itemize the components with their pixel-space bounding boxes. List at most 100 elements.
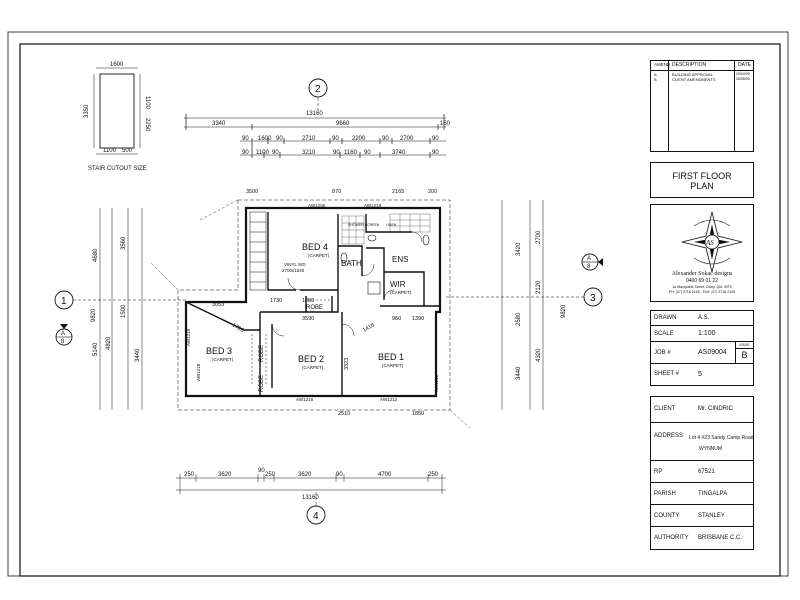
svg-text:3: 3 (590, 293, 596, 304)
address-line2: WYNNUM (699, 446, 723, 452)
section-marker-left: A 8 (55, 324, 73, 346)
dim-right-outer-2: 4320 (536, 348, 542, 362)
bottom-dimension-labels: 250 3620 90 250 3620 90 4700 250 13160 (184, 468, 439, 501)
client-table: CLIENT Mr. CINDRIC ADDRESS Lot 4 #23 San… (650, 396, 754, 550)
dim-right-inner-1: 2120 (536, 280, 542, 294)
svg-text:1730: 1730 (270, 298, 282, 304)
room-ens: ENS (392, 255, 408, 264)
room-robe-2: ROBE (259, 345, 265, 362)
svg-text:4: 4 (313, 511, 319, 522)
stair-cutout-detail: 1600 1100 3350 2250 1100 500 STAIR CUTOU… (84, 62, 150, 172)
dim-top-r1-1: 9660 (336, 121, 350, 127)
left-dimension-labels: 4680 9820 5140 3560 1500 4820 3440 (91, 236, 141, 362)
wet-area-tiles (341, 213, 431, 245)
svg-text:960: 960 (392, 316, 401, 322)
dim-top-r3-2: 90 (272, 150, 279, 156)
svg-text:1880: 1880 (302, 298, 314, 304)
company-address: 1a Macquarie Street, Oxley, Qld, 4075 (672, 285, 732, 289)
svg-text:AW1206: AW1206 (308, 203, 326, 208)
company-phone: 0400 69 01 22 (686, 278, 718, 284)
dim-top-r2-8: 90 (432, 136, 439, 142)
bottom-dimensions (176, 474, 446, 494)
dim-right-inner-3: 3440 (516, 366, 522, 380)
svg-text:870: 870 (332, 189, 341, 195)
roof-outline (177, 199, 451, 411)
room-bed-4-finish: (CARPET) (308, 253, 330, 258)
grid-marker-4: 4 (306, 492, 326, 525)
plan-title-line1: FIRST FLOOR (672, 171, 732, 181)
external-walls (184, 206, 442, 398)
dim-top-overall: 13160 (306, 111, 323, 117)
amend-a: A (654, 72, 657, 77)
company-contact: PH: (07) 3716 2145 - FAX: (07) 3716 2145 (669, 290, 735, 294)
grid-marker-1: 1 (54, 290, 186, 310)
dim-top-r2-2: 90 (276, 136, 283, 142)
room-bed-2-finish: (CARPET) (302, 365, 324, 370)
dim-bot-overall: 13160 (302, 495, 319, 501)
window-openings: AW1206 AW1218 AW1218 AW1218 AW1218 AW121… (186, 203, 439, 402)
svg-text:1850: 1850 (412, 411, 424, 417)
dim-top-r3-0: 90 (242, 150, 249, 156)
stairs (249, 211, 267, 291)
company-logo: AS (681, 211, 743, 273)
company-name: Alexander Sokac designs (671, 271, 733, 277)
bath-fixtures (340, 234, 430, 295)
county-label: COUNTY (654, 513, 680, 519)
note-shower: SHOWER SCREEN (348, 223, 380, 227)
plan-title-box: FIRST FLOOR PLAN (650, 162, 754, 198)
svg-text:1728: 1728 (231, 323, 245, 334)
stair-dim-left: 3350 (84, 104, 90, 118)
dim-top-r2-4: 90 (332, 136, 339, 142)
svg-text:1418: 1418 (362, 322, 376, 333)
dim-top-r1-0: 3340 (212, 121, 226, 127)
dim-left-outer-2: 5140 (93, 342, 99, 356)
description-header: DESCRIPTION (669, 61, 735, 70)
room-wir: WIR (390, 280, 406, 289)
robe-shelving (251, 299, 330, 386)
dim-top-r2-6: 90 (382, 136, 389, 142)
room-bed-2: BED 2 (298, 354, 324, 364)
scale-label: SCALE (654, 331, 674, 337)
internal-walls (185, 208, 440, 396)
grid-marker-3: 3 (446, 287, 603, 307)
sheet-label: SHEET # (654, 371, 679, 377)
plan-title-line2: PLAN (690, 181, 714, 191)
room-robe-3: ROBE (259, 375, 265, 392)
room-bath: BATH (341, 259, 362, 268)
svg-text:1: 1 (61, 296, 67, 307)
stair-dim-bot-b: 500 (122, 148, 133, 154)
client-value: Mr. CINDRIC (698, 406, 733, 412)
issue-value: B (741, 350, 748, 360)
note-vinyl: VINYL S/D (284, 262, 306, 267)
company-panel: Alexander Sokac designs 0400 69 01 22 1a… (650, 204, 754, 302)
stair-dim-top: 1600 (110, 62, 124, 68)
svg-text:3500: 3500 (246, 189, 258, 195)
svg-text:AW1212: AW1212 (380, 397, 398, 402)
dim-bot-0: 250 (184, 472, 195, 478)
dim-top-r3-4: 90 (333, 150, 340, 156)
left-dimensions (99, 208, 143, 410)
room-wir-finish: (CARPET) (390, 290, 412, 295)
dim-top-r2-7: 2700 (400, 136, 414, 142)
svg-text:2: 2 (315, 84, 321, 95)
address-line1: Lot 4 #23 Sandy Camp Road (689, 435, 754, 441)
dim-left-inner-0: 3560 (121, 236, 127, 250)
svg-text:A: A (61, 331, 65, 337)
sheet-border-inner (19, 43, 781, 577)
dim-top-r3-5: 1160 (344, 150, 358, 156)
dim-top-r3-7: 3740 (392, 150, 406, 156)
room-bed-1-finish: (CARPET) (382, 363, 404, 368)
drawn-label: DRAWN (654, 315, 677, 321)
room-bed-4: BED 4 (302, 242, 328, 252)
dim-bot-7: 250 (428, 472, 439, 478)
section-marker-right: A 8 (581, 253, 603, 271)
stair-cutout-label: STAIR CUTOUT SIZE (88, 166, 147, 172)
svg-text:AW1212: AW1212 (434, 374, 439, 392)
dim-bot-3: 250 (265, 472, 276, 478)
room-bed-3-finish: (CARPET) (212, 357, 234, 362)
svg-text:2165: 2165 (392, 189, 404, 195)
svg-text:AW1218: AW1218 (196, 363, 201, 381)
parish-label: PARISH (654, 491, 676, 497)
amend-header: AMEND (651, 61, 670, 70)
authority-label: AUTHORITY (654, 535, 689, 541)
